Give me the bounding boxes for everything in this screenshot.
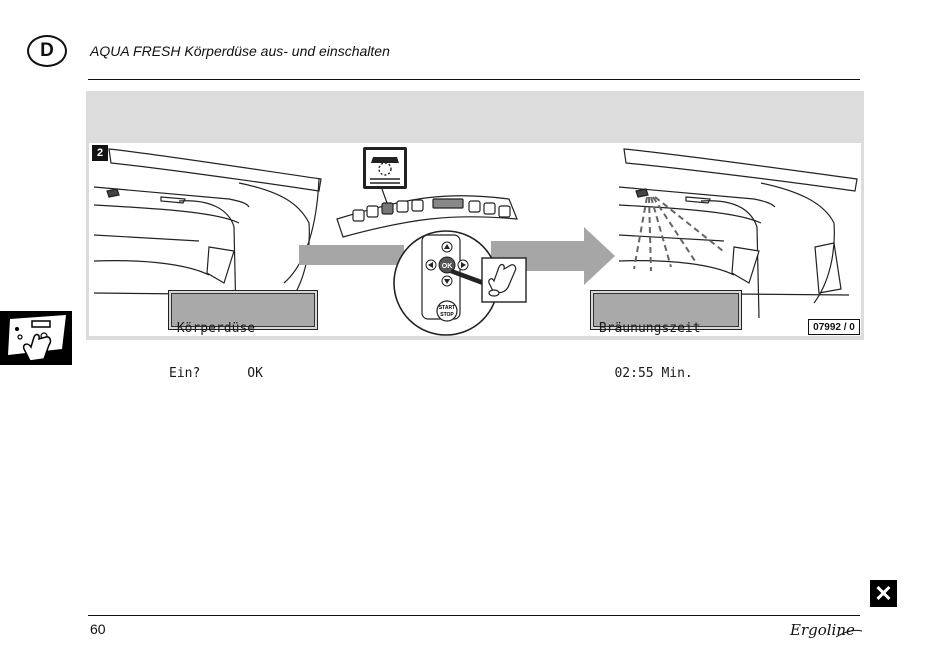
figure-number: 07992 / 0 [808,319,860,335]
svg-text:Ergoline: Ergoline [789,621,855,639]
water-spray [633,196,724,272]
header-divider [88,79,860,80]
page-title: AQUA FRESH Körperdüse aus- und einschalt… [90,43,390,59]
lcd-display-left: Körperdüse Ein? OK [168,290,318,381]
control-pad: OK START STOP [393,230,527,336]
instruction-figure: OK START STOP [89,143,861,336]
spray-nozzle-icon [363,147,407,189]
lcd-line: Ein? OK [169,366,263,381]
ok-button: OK [442,263,453,270]
hand-pointer-icon [8,315,66,362]
lcd-display-right: Bräunungszeit 02:55 Min. [590,290,742,381]
control-strip [336,195,518,238]
footer-divider [88,615,860,616]
lcd-line: 02:55 Min. [591,366,693,381]
lcd-line: Körperdüse [169,321,256,336]
tanning-bed-right [618,148,858,319]
section-tab[interactable] [0,311,72,365]
language-badge: D [27,35,67,67]
stop-label: STOP [440,312,454,318]
lcd-line: Bräunungszeit [591,321,701,336]
step-number: 2 [92,145,108,161]
hand-pointer-icon [488,263,517,297]
close-icon[interactable]: ✕ [870,580,897,607]
brand-logo: Ergoline [789,621,863,639]
arrow-right-icon [299,245,404,265]
start-label: START [439,305,455,311]
page-number: 60 [90,621,106,637]
